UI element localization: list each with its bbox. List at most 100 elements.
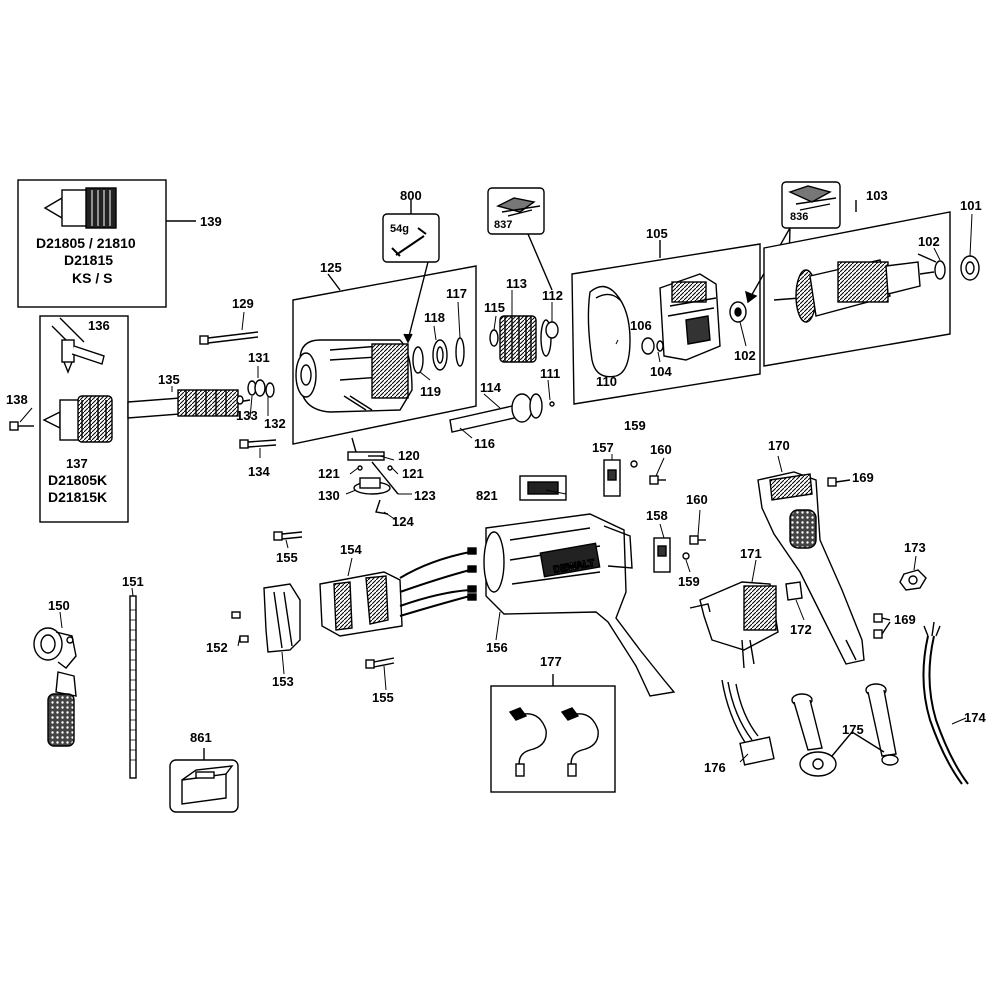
label-173: 173 [904, 540, 926, 555]
label-170: 170 [768, 438, 790, 453]
part-160-screw-bottom [689, 535, 706, 545]
label-169-top: 169 [852, 470, 874, 485]
power-cord-174 [922, 621, 969, 785]
box-texts: D21805 / 21810 D21815 KS / S 139 136 137… [36, 188, 422, 505]
keyless-chuck-box [17, 179, 196, 308]
label-106: 106 [630, 318, 652, 333]
label-154: 154 [340, 542, 362, 557]
brush-holder-837-box [487, 187, 553, 291]
part-101-bearing [960, 255, 980, 281]
label-160-bottom: 160 [686, 492, 708, 507]
part-120-121-130-assembly [347, 437, 399, 515]
field-coil-154 [319, 547, 477, 637]
keyed-models-line2: D21815K [48, 489, 107, 505]
label-155-bottom: 155 [372, 690, 394, 705]
side-handle-150 [33, 627, 77, 747]
keyed-models-line1: D21805K [48, 472, 107, 488]
label-117: 117 [446, 286, 467, 301]
part-152-pins [231, 611, 249, 643]
part-821-label-plate [519, 475, 567, 501]
part-129-pin [199, 331, 259, 345]
label-101: 101 [960, 198, 982, 213]
label-159-top: 159 [624, 418, 646, 433]
label-169-bottom: 169 [894, 612, 916, 627]
label-153: 153 [272, 674, 294, 689]
label-160-top: 160 [650, 442, 672, 457]
part-157-brush-holder [603, 459, 638, 497]
cord-guard-176 [721, 679, 775, 766]
label-171: 171 [740, 546, 762, 561]
chuck-models-line1: D21805 / 21810 [36, 235, 136, 251]
label-861: 861 [190, 730, 212, 745]
motor-housing-156: DEWALT [483, 513, 676, 697]
label-118: 118 [424, 310, 445, 325]
label-836: 836 [790, 211, 808, 223]
label-821: 821 [476, 488, 498, 503]
label-137: 137 [66, 456, 88, 471]
keyed-chuck-box [39, 315, 129, 523]
part-138-screw [9, 421, 34, 431]
chuck-key-icon [51, 317, 105, 374]
part-173-nut [899, 569, 927, 591]
field-housing-icon [659, 273, 721, 361]
switch-171 [689, 581, 779, 669]
label-102-armature: 102 [918, 234, 940, 249]
rear-handle-170 [757, 471, 865, 665]
label-837: 837 [494, 219, 512, 231]
part-134-pin [239, 439, 277, 449]
label-174: 174 [964, 710, 986, 725]
part-169-screws [827, 477, 891, 639]
field-housing-box [571, 243, 761, 405]
keyed-chuck-icon [42, 395, 113, 443]
part-172-clip [785, 581, 803, 601]
chuck-models-line2: D21815 [64, 252, 113, 268]
carbon-brushes-177-box [490, 674, 616, 793]
part-number-labels: 101 102 102 103 104 105 106 110 111 112 … [6, 188, 986, 775]
armature-icon [773, 259, 935, 323]
label-124: 124 [392, 514, 414, 529]
part-113-gear [489, 315, 559, 363]
label-131: 131 [248, 350, 270, 365]
chuck-models-line3: KS / S [72, 270, 112, 286]
label-800: 800 [400, 188, 422, 203]
keyless-chuck-icon [43, 187, 117, 229]
label-157: 157 [592, 440, 614, 455]
label-138: 138 [6, 392, 28, 407]
armature-box [763, 211, 951, 367]
gear-housing-icon [295, 339, 413, 413]
part-158-brush-holder [653, 537, 690, 573]
label-130: 130 [318, 488, 340, 503]
label-54g: 54g [390, 223, 409, 235]
label-120: 120 [398, 448, 420, 463]
part-155-screws [273, 531, 395, 669]
label-114: 114 [480, 380, 502, 395]
label-113: 113 [506, 276, 527, 291]
label-151: 151 [122, 574, 144, 589]
label-139: 139 [200, 214, 222, 229]
gear-housing-box [292, 265, 477, 445]
label-121-left: 121 [318, 466, 340, 481]
part-135-spindle [127, 389, 251, 419]
label-121-right: 121 [402, 466, 424, 481]
label-159-bottom: 159 [678, 574, 700, 589]
depth-rod-151 [129, 595, 137, 779]
label-129: 129 [232, 296, 254, 311]
label-105: 105 [646, 226, 668, 241]
label-156: 156 [486, 640, 508, 655]
label-136: 136 [88, 318, 110, 333]
label-102-housing: 102 [734, 348, 756, 363]
part-160-screw-top [649, 475, 666, 485]
label-176: 176 [704, 760, 726, 775]
leader-lines [19, 213, 973, 763]
label-123: 123 [414, 488, 436, 503]
label-172: 172 [790, 622, 812, 637]
part-114-116-shaft [449, 393, 555, 433]
label-152: 152 [206, 640, 228, 655]
label-110: 110 [596, 374, 617, 389]
label-175: 175 [842, 722, 864, 737]
part-131-133-132-rings [236, 379, 275, 405]
label-115: 115 [484, 300, 505, 315]
label-133: 133 [236, 408, 258, 423]
label-104: 104 [650, 364, 672, 379]
label-119: 119 [420, 384, 441, 399]
